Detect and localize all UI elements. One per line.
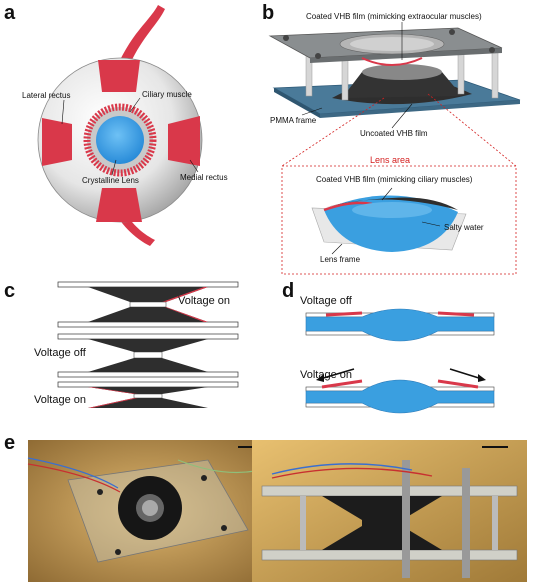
lens-shape-change: [305, 308, 495, 414]
arrow-left: [319, 368, 355, 380]
device-schematic: [268, 22, 521, 275]
label-c-voltage-off: Voltage off: [34, 347, 86, 359]
lens-area-box: [281, 165, 517, 275]
crystalline-lens: [96, 116, 144, 164]
label-d-voltage-on: Voltage on: [300, 369, 352, 381]
lens-on: [305, 379, 495, 414]
label-ciliary-muscle: Ciliary muscle: [142, 90, 192, 99]
label-coated-vhb-top: Coated VHB film (mimicking extraocular m…: [306, 12, 482, 21]
panel-label-d: d: [282, 280, 295, 302]
coated-ciliary-film: [324, 197, 458, 210]
label-lens-frame: Lens frame: [320, 255, 361, 264]
panel-label-b: b: [262, 2, 275, 24]
panel-label-a: a: [4, 2, 16, 24]
plate: [57, 321, 239, 328]
plate: [57, 371, 239, 378]
label-pmma-frame: PMMA frame: [270, 116, 317, 125]
coated-film-left: [88, 387, 138, 408]
label-c-voltage-on-top: Voltage on: [178, 295, 230, 307]
label-medial-rectus: Medial rectus: [180, 173, 228, 182]
plate: [57, 281, 239, 288]
label-crystalline-lens: Crystalline Lens: [82, 176, 139, 185]
label-salty-water: Salty water: [444, 223, 484, 232]
bottom-rectus-muscle: [96, 188, 142, 222]
pillar: [491, 45, 499, 99]
plate: [57, 381, 239, 388]
actuation-cross-sections: [57, 281, 239, 408]
device-photo-side-view: [252, 440, 527, 582]
medial-rectus-muscle: [168, 116, 200, 166]
label-c-voltage-on-bottom: Voltage on: [34, 394, 86, 406]
lateral-rectus-muscle: [42, 118, 72, 166]
top-rectus-muscle: [98, 60, 140, 92]
panel-label-e: e: [4, 432, 16, 454]
arrow-right: [449, 368, 483, 380]
label-coated-ciliary: Coated VHB film (mimicking ciliary muscl…: [316, 175, 473, 184]
label-uncoated-vhb: Uncoated VHB film: [360, 129, 428, 138]
coated-film-right: [162, 287, 208, 322]
label-lateral-rectus: Lateral rectus: [22, 91, 71, 100]
label-d-voltage-off: Voltage off: [300, 295, 352, 307]
lens-off: [305, 308, 495, 342]
device-photo-top-view: [27, 440, 269, 582]
panel-label-c: c: [4, 280, 16, 302]
superior-ribbon-muscle: [120, 5, 165, 64]
plate: [57, 333, 239, 340]
label-lens-area: Lens area: [370, 155, 411, 165]
eye-diagram: [37, 5, 203, 246]
